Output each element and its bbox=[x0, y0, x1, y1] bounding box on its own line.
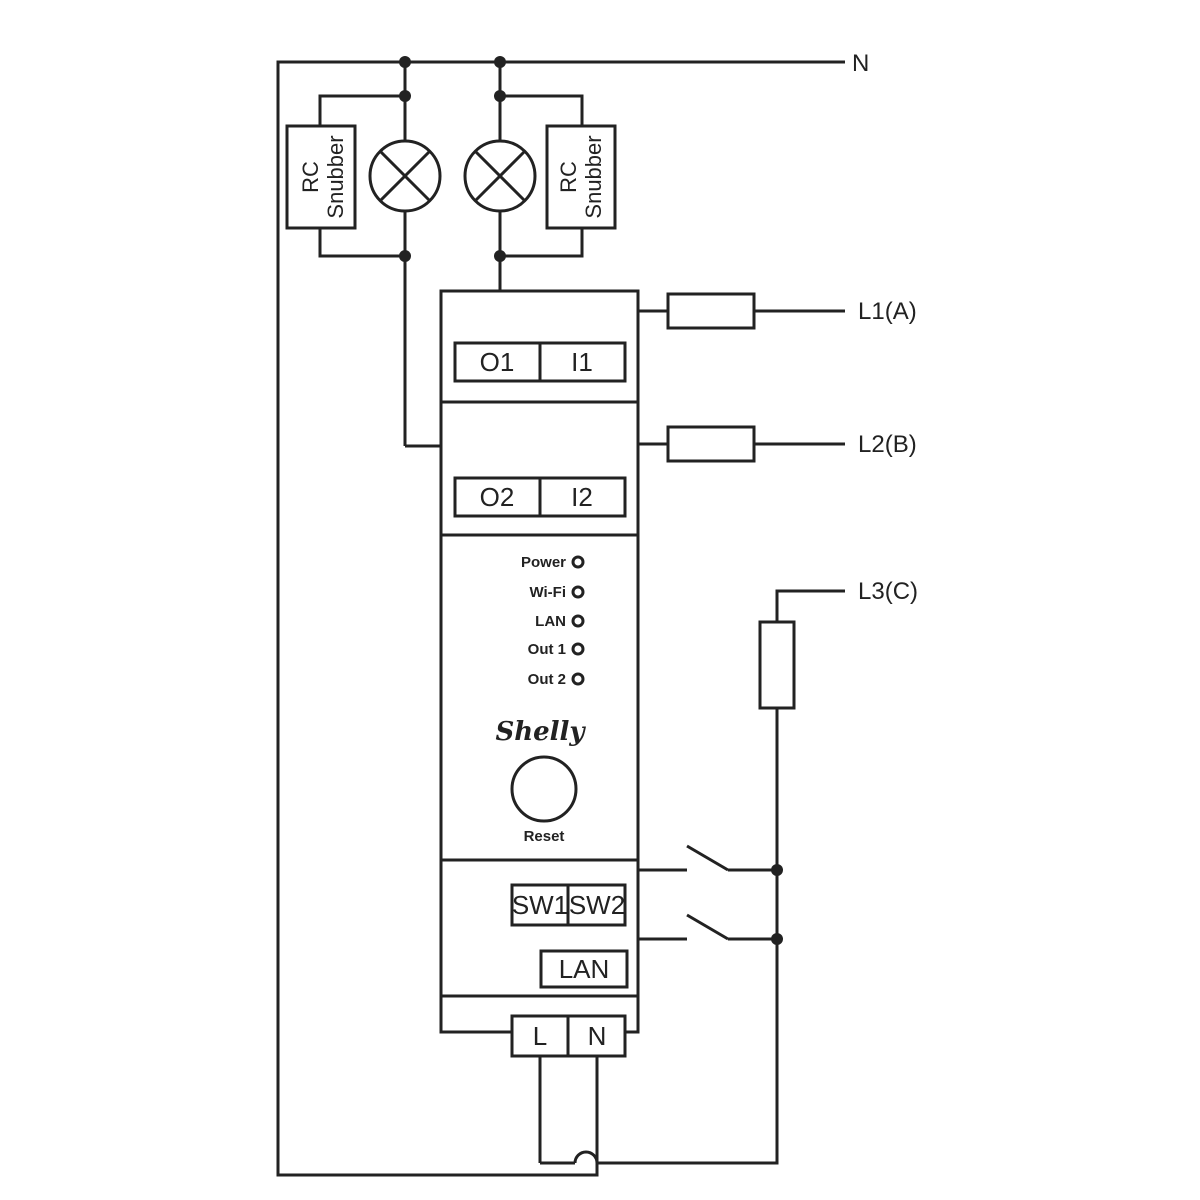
led-lan-label: LAN bbox=[535, 613, 566, 630]
terminal-n-label: N bbox=[588, 1021, 607, 1051]
power-terminals: L N bbox=[510, 1014, 627, 1165]
l2-line-label: L2(B) bbox=[858, 431, 917, 458]
rc-snubber-left-line2: Snubber bbox=[323, 135, 348, 218]
terminal-i1 bbox=[538, 341, 627, 383]
switch-input-terminals: SW1 SW2 bbox=[510, 883, 627, 927]
lan-port-label: LAN bbox=[559, 954, 610, 984]
terminal-i2 bbox=[538, 476, 627, 518]
l3-line-label: L3(C) bbox=[858, 578, 918, 605]
terminal-block-2: O2 I2 bbox=[453, 476, 627, 518]
lan-port bbox=[539, 949, 629, 989]
terminal-o2-label: O2 bbox=[480, 482, 515, 512]
terminal-sw2 bbox=[566, 883, 627, 927]
shelly-logo: Shelly bbox=[495, 717, 586, 747]
led-panel: Power Wi-Fi LAN Out 1 Out 2 bbox=[521, 554, 585, 688]
neutral-line-label: N bbox=[852, 50, 869, 77]
rc-snubber-right-line1: RC bbox=[556, 161, 581, 193]
terminal-o1-label: O1 bbox=[480, 347, 515, 377]
terminal-i1-label: I1 bbox=[571, 347, 593, 377]
fuse-icon bbox=[758, 620, 796, 710]
fuse-icon bbox=[666, 425, 756, 463]
lamp-icon bbox=[463, 139, 537, 213]
led-out2-icon bbox=[571, 672, 585, 686]
led-wifi-label: Wi-Fi bbox=[529, 584, 566, 601]
fuse-icon bbox=[666, 292, 756, 330]
lamp-icon bbox=[368, 139, 442, 213]
l1-line-label: L1(A) bbox=[858, 298, 917, 325]
terminal-sw1-label: SW1 bbox=[512, 890, 568, 920]
terminal-l-label: L bbox=[533, 1021, 547, 1051]
terminal-o1 bbox=[453, 341, 542, 383]
led-out2-label: Out 2 bbox=[528, 671, 566, 688]
rc-snubber-left-line1: RC bbox=[298, 161, 323, 193]
terminal-o2 bbox=[453, 476, 542, 518]
led-wifi-icon bbox=[571, 585, 585, 599]
l3-wiring bbox=[597, 589, 845, 1165]
rc-snubber-right-line2: Snubber bbox=[581, 135, 606, 218]
terminal-i2-label: I2 bbox=[571, 482, 593, 512]
terminal-n bbox=[566, 1014, 627, 1058]
reset-label: Reset bbox=[524, 828, 565, 845]
led-out1-icon bbox=[571, 642, 585, 656]
right-lamp-branch bbox=[494, 90, 584, 343]
led-out1-label: Out 1 bbox=[528, 641, 566, 658]
reset-button[interactable] bbox=[510, 755, 578, 823]
led-power-icon bbox=[571, 555, 585, 569]
led-power-label: Power bbox=[521, 554, 566, 571]
rc-snubber-left: RC Snubber bbox=[285, 124, 357, 230]
terminal-sw2-label: SW2 bbox=[569, 890, 625, 920]
led-lan-icon bbox=[571, 614, 585, 628]
terminal-block-1: O1 I1 bbox=[453, 341, 627, 383]
rc-snubber-right: RC Snubber bbox=[545, 124, 617, 230]
